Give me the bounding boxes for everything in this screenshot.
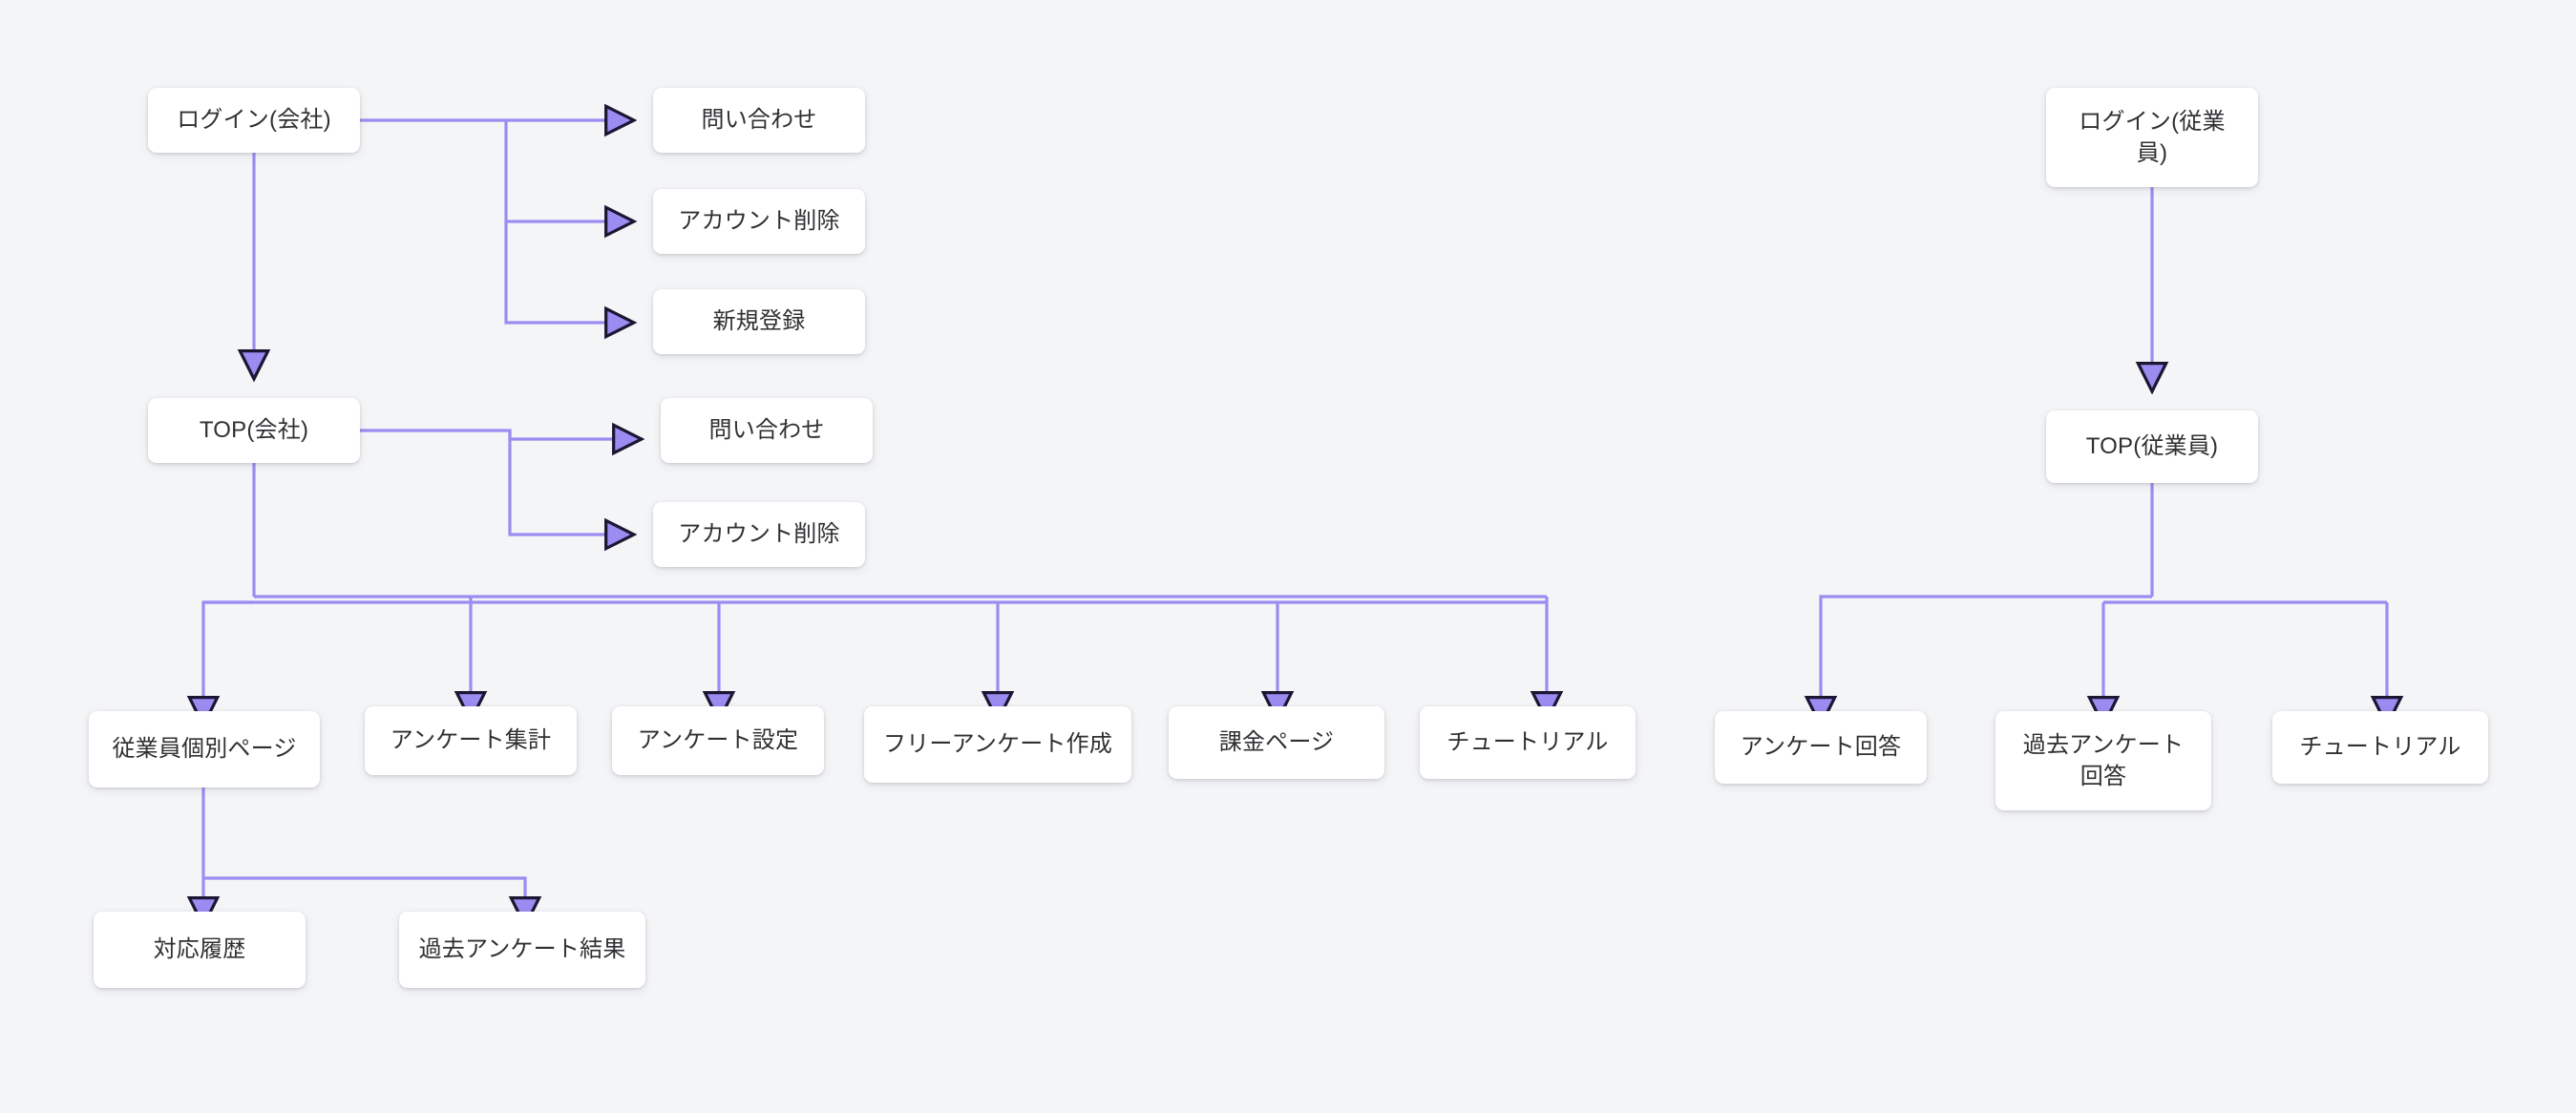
node-tutorial-employee[interactable]: チュートリアル [2272,711,2488,784]
node-label: チュートリアル [1446,729,1609,756]
node-label: ログイン(会社) [177,107,331,134]
node-account-delete-1[interactable]: アカウント削除 [653,189,865,254]
node-label: TOP(従業員) [2085,433,2219,460]
node-label: アカウント削除 [678,208,840,235]
node-past-survey-results[interactable]: 過去アンケート結果 [399,912,645,988]
edge-login-company-to-new-registration [504,221,634,323]
node-survey-answer[interactable]: アンケート回答 [1715,711,1927,784]
node-billing-page[interactable]: 課金ページ [1169,706,1384,779]
node-label: 過去アンケート結果 [418,936,626,963]
edge-top-company-to-inquiry2 [360,430,642,439]
node-response-history[interactable]: 対応履歴 [94,912,306,988]
node-label: チュートリアル [2299,734,2461,761]
node-label: アンケート回答 [1740,734,1902,761]
node-label: 問い合わせ [708,417,825,444]
edge-bus-company-left [203,600,254,725]
node-survey-aggregate[interactable]: アンケート集計 [365,706,577,775]
node-label: TOP(会社) [199,417,309,444]
node-top-employee[interactable]: TOP(従業員) [2046,410,2258,483]
node-employee-detail-page[interactable]: 従業員個別ページ [89,711,320,788]
node-label: アンケート集計 [390,727,552,754]
node-login-employee[interactable]: ログイン(従業 員) [2046,88,2258,187]
edge-login-company-to-account-delete1 [504,120,634,221]
node-label: アカウント削除 [678,521,840,548]
node-new-registration[interactable]: 新規登録 [653,289,865,354]
node-label: 新規登録 [712,308,806,335]
node-account-delete-2[interactable]: アカウント削除 [653,502,865,567]
node-inquiry-2[interactable]: 問い合わせ [661,398,873,463]
node-label: ログイン(従業 員) [2079,108,2226,166]
node-label: アンケート設定 [637,727,799,754]
node-label: 対応履歴 [153,936,246,963]
edge-top-company-to-account-delete2 [508,430,634,535]
node-label: 過去アンケート 回答 [2022,731,2185,789]
node-login-company[interactable]: ログイン(会社) [148,88,360,153]
node-inquiry-1[interactable]: 問い合わせ [653,88,865,153]
node-past-survey-answer[interactable]: 過去アンケート 回答 [1995,711,2211,810]
node-tutorial-company[interactable]: チュートリアル [1420,706,1636,779]
edge-bus-employee-left [1821,595,2152,725]
node-label: 従業員個別ページ [112,736,297,763]
node-free-survey-create[interactable]: フリーアンケート作成 [864,706,1131,783]
node-label: 課金ページ [1218,729,1335,756]
node-survey-settings[interactable]: アンケート設定 [612,706,824,775]
node-label: 問い合わせ [701,107,817,134]
node-label: フリーアンケート作成 [882,731,1113,758]
node-top-company[interactable]: TOP(会社) [148,398,360,463]
